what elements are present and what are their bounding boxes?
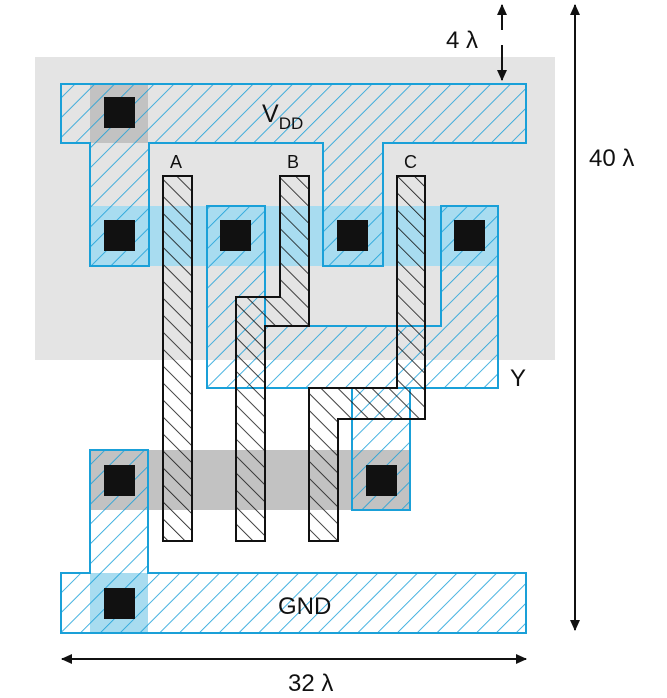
metal-gnd-rail [60, 449, 527, 634]
gnd-label: GND [278, 593, 331, 620]
contact-nmos-2 [366, 465, 397, 496]
poly-gate-c [308, 175, 426, 542]
contact-pmos-3 [337, 220, 368, 251]
dim-height-label: 40 λ [589, 145, 634, 172]
input-a-label: A [170, 152, 182, 172]
input-b-label: B [287, 152, 299, 172]
contact-nmos-1 [104, 465, 135, 496]
vdd-label: VDD [262, 100, 303, 133]
output-y-label: Y [510, 365, 526, 392]
contact-pmos-2 [220, 220, 251, 251]
contact-vdd-tap [104, 97, 135, 128]
metal-vdd-rail [60, 83, 527, 267]
contact-gnd-tap [104, 588, 135, 619]
dim-top-label: 4 λ [446, 27, 478, 54]
poly-gate-a [162, 175, 193, 542]
contact-pmos-4 [454, 220, 485, 251]
dim-width-label: 32 λ [288, 670, 333, 697]
input-c-label: C [404, 152, 417, 172]
contact-pmos-1 [104, 220, 135, 251]
poly-gate-b [235, 175, 310, 542]
